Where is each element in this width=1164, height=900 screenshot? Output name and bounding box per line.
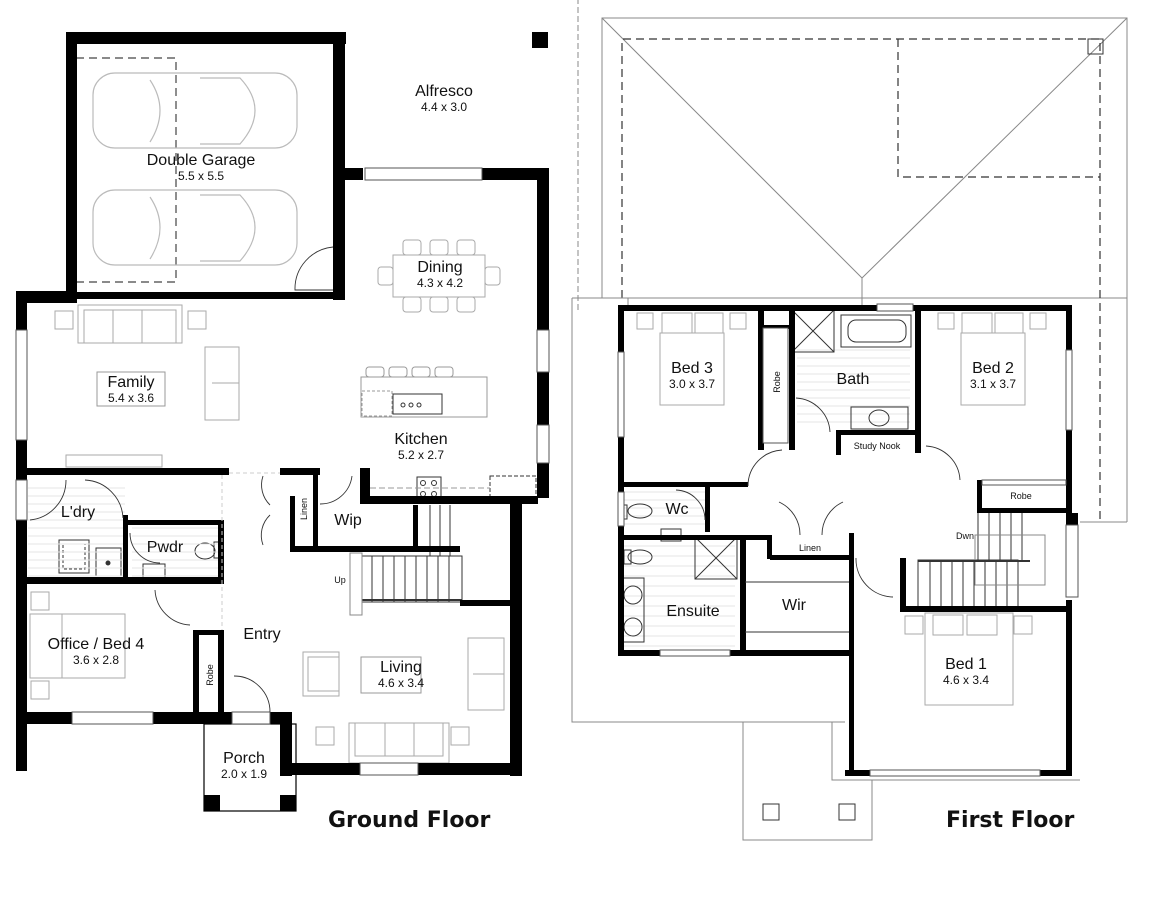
room-porch: Porch 2.0 x 1.9 <box>221 750 267 781</box>
room-alfresco: Alfresco 4.4 x 3.0 <box>415 83 473 114</box>
room-name: Entry <box>243 626 281 643</box>
first-floor-plan <box>571 0 1128 841</box>
room-wir: Wir <box>782 597 806 615</box>
label-linen-ground: Linen <box>299 497 309 521</box>
room-dimensions: 4.6 x 3.4 <box>942 672 990 687</box>
room-laundry: L'dry <box>61 504 95 522</box>
room-name: Porch <box>223 750 265 767</box>
label-stairs-up: Up <box>334 575 346 585</box>
room-name: Pwdr <box>146 539 184 556</box>
room-living: Living 4.6 x 3.4 <box>378 659 424 690</box>
room-name: Wip <box>334 512 362 529</box>
label-robe-ground: Robe <box>205 664 215 686</box>
label-linen-first: Linen <box>798 543 822 553</box>
room-name: Wir <box>782 597 806 614</box>
room-name: Family <box>107 374 155 391</box>
room-name: Kitchen <box>394 431 448 448</box>
car-icon <box>92 72 298 266</box>
room-ensuite: Ensuite <box>666 603 719 621</box>
label-stairs-down: Dwn <box>955 531 975 541</box>
room-name: Alfresco <box>415 83 473 100</box>
room-double-garage: Double Garage 5.5 x 5.5 <box>147 152 256 183</box>
room-bed2: Bed 2 3.1 x 3.7 <box>970 360 1016 391</box>
label-study-nook: Study Nook <box>853 441 901 451</box>
room-dimensions: 5.5 x 5.5 <box>177 168 225 183</box>
room-dimensions: 4.6 x 3.4 <box>377 675 425 690</box>
label-robe-bed2: Robe <box>1010 491 1032 501</box>
room-office-bed4: Office / Bed 4 3.6 x 2.8 <box>48 636 145 667</box>
room-wip: Wip <box>334 512 362 530</box>
room-name: Bed 2 <box>972 360 1014 377</box>
room-dimensions: 2.0 x 1.9 <box>220 766 268 781</box>
room-bed1: Bed 1 4.6 x 3.4 <box>943 656 989 687</box>
room-name: Bed 3 <box>671 360 713 377</box>
room-dimensions: 5.4 x 3.6 <box>107 390 155 405</box>
ground-floor-plan <box>15 32 550 812</box>
dining-table-icon <box>377 239 501 313</box>
room-wc: Wc <box>665 501 688 519</box>
staircase-icon <box>349 505 463 616</box>
living-furniture-icon <box>302 637 505 764</box>
room-name: Bath <box>836 371 870 388</box>
room-dimensions: 3.6 x 2.8 <box>72 652 120 667</box>
room-name: Wc <box>665 501 689 518</box>
room-bed3: Bed 3 3.0 x 3.7 <box>669 360 715 391</box>
room-name: Ensuite <box>666 603 720 620</box>
room-dimensions: 4.4 x 3.0 <box>420 99 468 114</box>
room-dimensions: 5.2 x 2.7 <box>397 447 445 462</box>
ground-floor-title: Ground Floor <box>328 808 491 833</box>
kitchen-island-icon <box>360 366 488 418</box>
room-family: Family 5.4 x 3.6 <box>107 374 154 405</box>
first-floor-title: First Floor <box>946 808 1075 833</box>
room-name: Living <box>380 659 422 676</box>
room-dimensions: 3.1 x 3.7 <box>969 376 1017 391</box>
room-powder: Pwdr <box>147 539 183 557</box>
room-name: Double Garage <box>146 152 256 169</box>
room-entry: Entry <box>243 626 280 644</box>
label-robe-bed3: Robe <box>772 371 782 393</box>
sofa-icon <box>54 304 240 468</box>
room-name: L'dry <box>60 504 96 521</box>
room-bath: Bath <box>837 371 870 389</box>
room-kitchen: Kitchen 5.2 x 2.7 <box>394 431 447 462</box>
room-dimensions: 4.3 x 4.2 <box>416 275 464 290</box>
room-name: Dining <box>417 259 463 276</box>
room-name: Office / Bed 4 <box>47 636 145 653</box>
room-name: Bed 1 <box>945 656 987 673</box>
bed-icon <box>29 591 126 700</box>
room-dining: Dining 4.3 x 4.2 <box>417 259 463 290</box>
room-dimensions: 3.0 x 3.7 <box>668 376 716 391</box>
